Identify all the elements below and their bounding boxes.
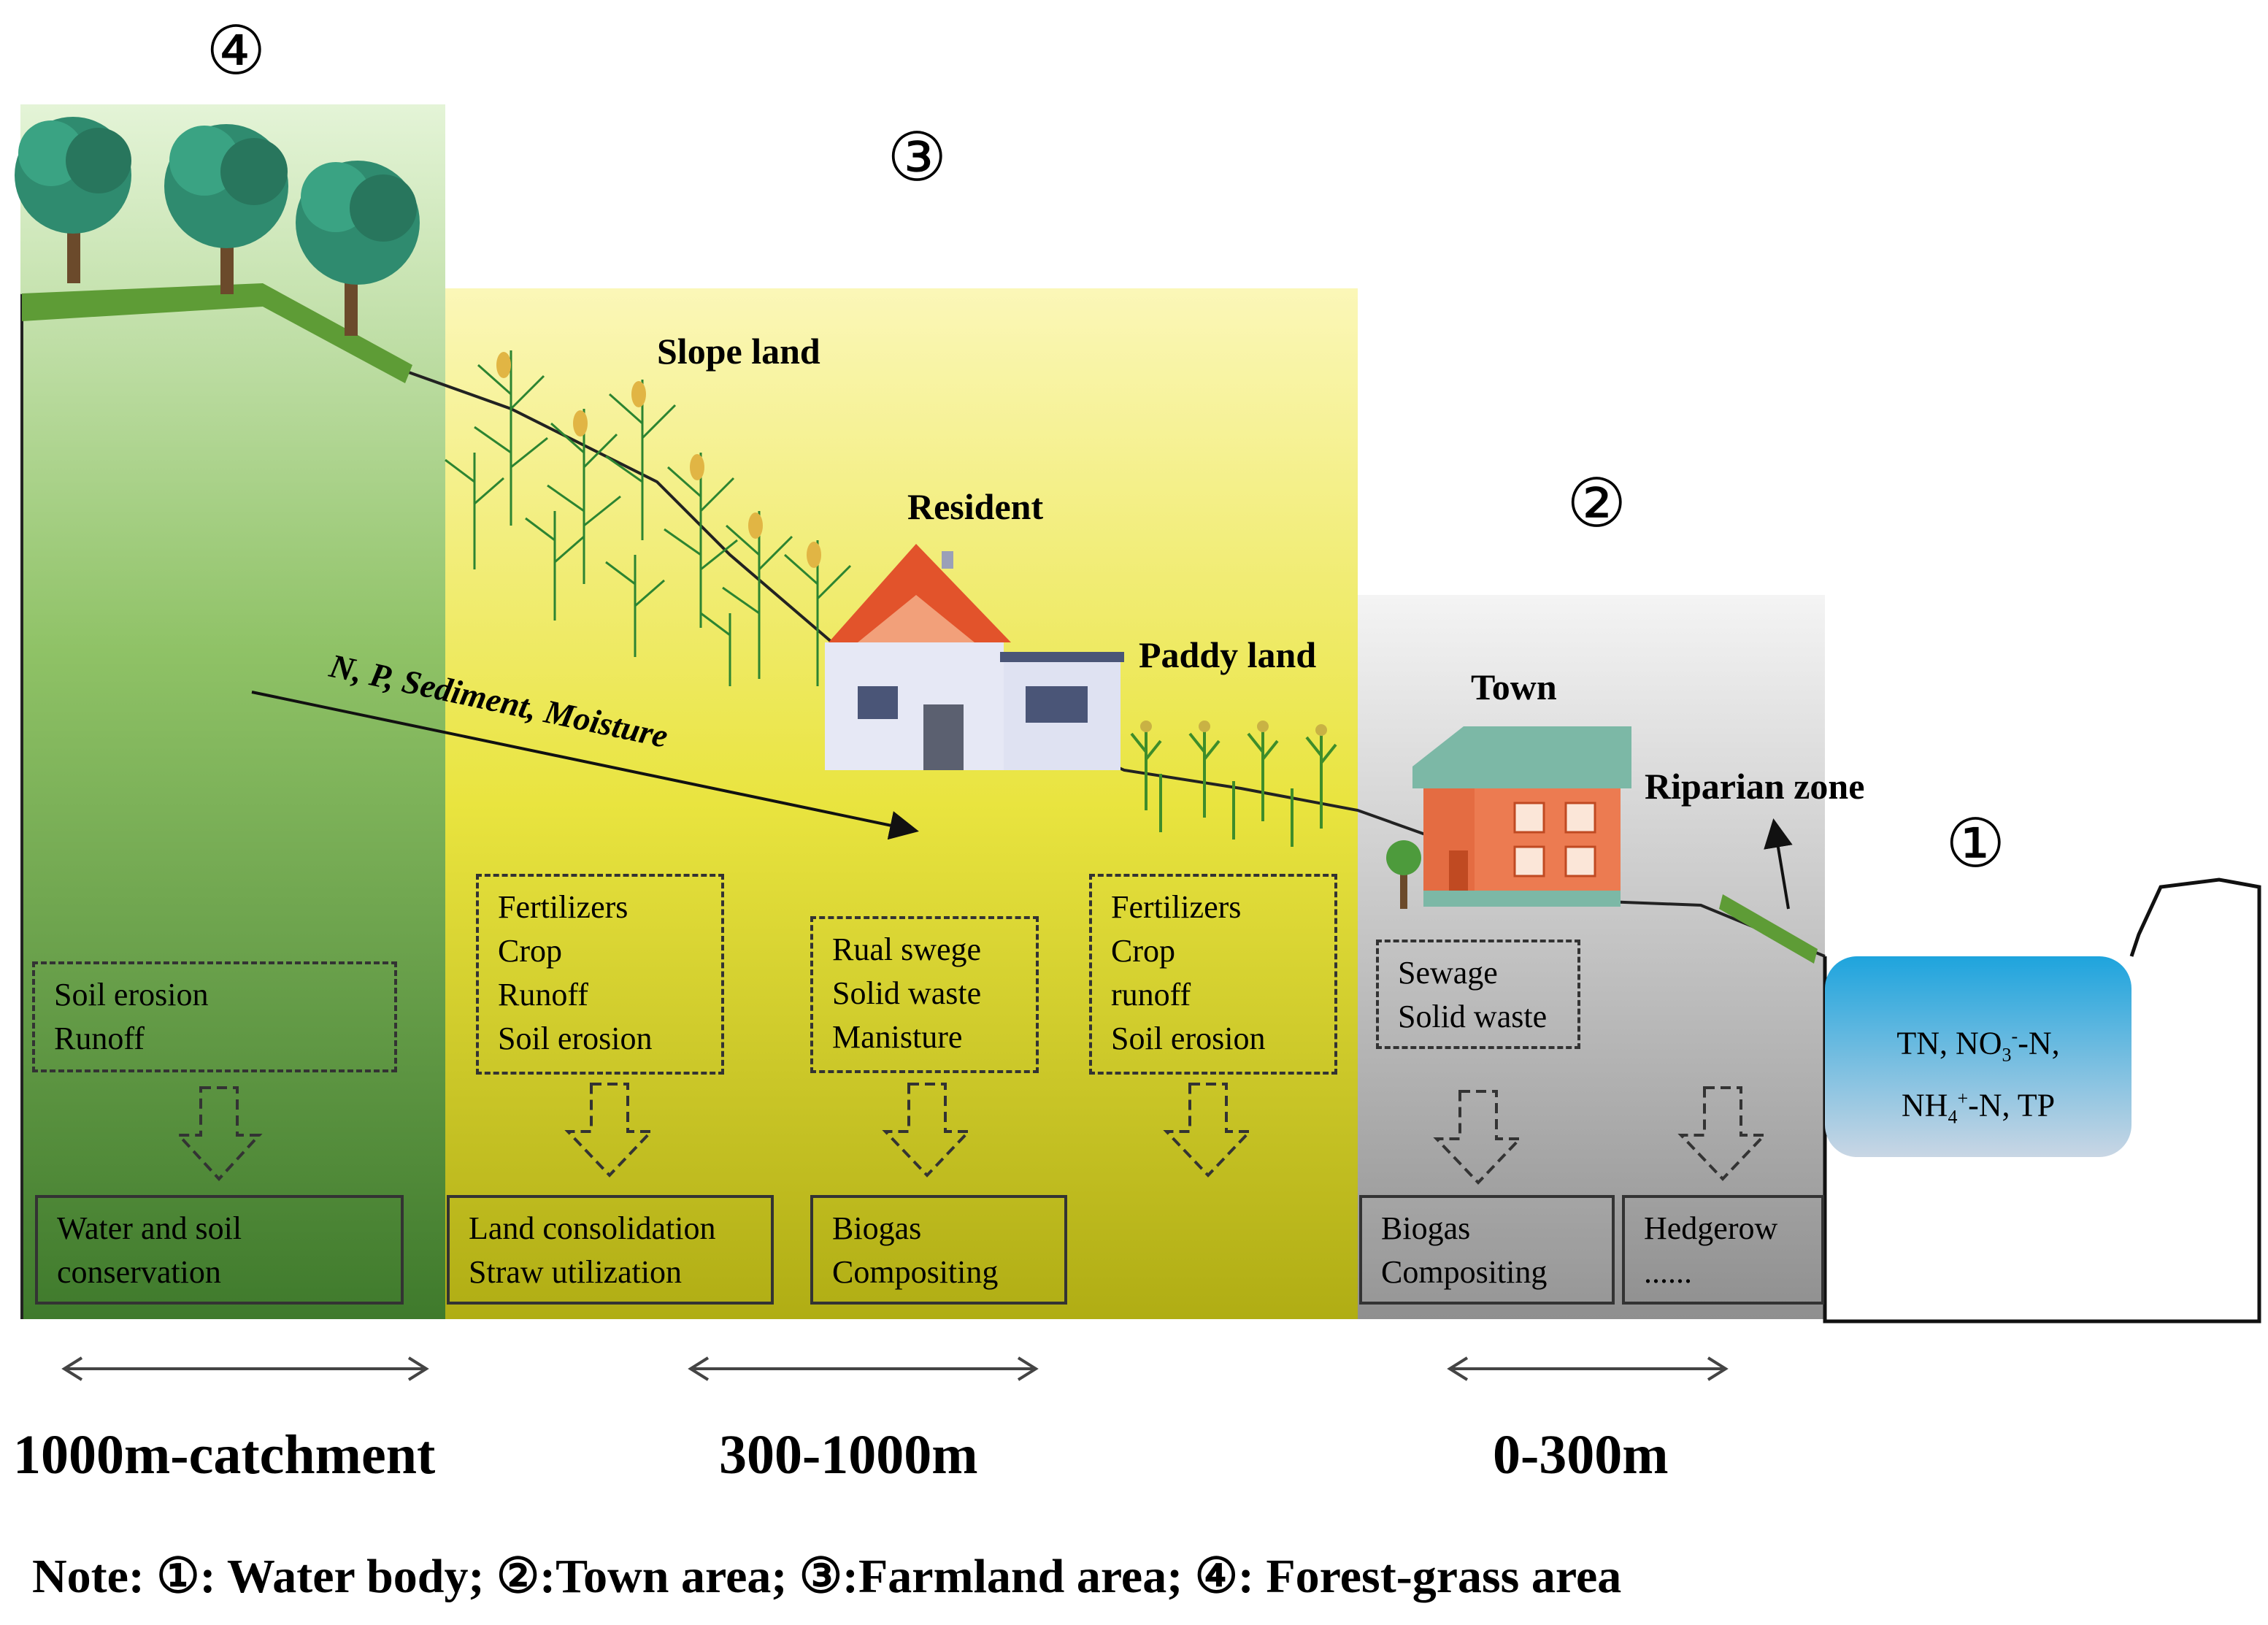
water-zone-marker: ① (1945, 807, 2006, 881)
source-item: Manisture (832, 1019, 963, 1055)
source-item: Fertilizers (1111, 889, 1242, 925)
range-label-catchment: 1000m-catchment (13, 1424, 436, 1486)
slope-land-label: Slope land (657, 331, 820, 372)
paddy-land-label: Paddy land (1139, 634, 1317, 675)
source-item: Crop (1111, 933, 1175, 969)
town-measure-box: Biogas Compositing (1359, 1195, 1615, 1305)
measure-item: Compositing (1381, 1254, 1548, 1290)
tree-icon (296, 161, 420, 336)
farmland-zone-marker: ③ (887, 120, 947, 195)
source-item: Solid waste (832, 975, 982, 1011)
source-item: Runoff (498, 977, 588, 1013)
slope-measure-box: Land consolidation Straw utilization (447, 1195, 774, 1305)
measure-item: Biogas (832, 1210, 922, 1246)
resident-source-box: Rual swege Solid waste Manisture (810, 916, 1039, 1073)
town-label: Town (1471, 666, 1557, 707)
water-indicators-line2: NH4+-N, TP (1901, 1088, 2056, 1128)
town-zone-marker: ② (1567, 466, 1627, 541)
legend-note: Note: ①: Water body; ②:Town area; ③:Farm… (32, 1550, 1622, 1603)
measure-item: ...... (1644, 1254, 1692, 1290)
corn-cob-icon (496, 352, 821, 568)
source-item: Rual swege (832, 931, 982, 967)
source-item: Solid waste (1398, 999, 1548, 1034)
measure-item: Biogas (1381, 1210, 1471, 1246)
source-item: Soil erosion (1111, 1021, 1266, 1056)
resident-measure-box: Biogas Compositing (810, 1195, 1067, 1305)
measure-item: Hedgerow (1644, 1210, 1778, 1246)
hollow-down-arrow (175, 1083, 1768, 1185)
forest-zone-marker: ④ (206, 14, 266, 88)
forest-grass-strip (22, 283, 412, 383)
corn-crop-icon (445, 350, 852, 686)
source-item: Soil erosion (498, 1021, 653, 1056)
paddy-source-box: Fertilizers Crop runoff Soil erosion (1089, 874, 1337, 1075)
measure-item: Water and soil (57, 1210, 242, 1246)
range-label-farmland: 300-1000m (719, 1424, 978, 1486)
tree-icon (164, 124, 288, 294)
water-body (1825, 956, 2131, 1157)
source-item: Crop (498, 933, 562, 969)
source-item: Fertilizers (498, 889, 628, 925)
town-building-icon (1386, 726, 1631, 909)
measure-item: conservation (57, 1254, 221, 1290)
water-indicators-line1: TN, NO3--N, (1896, 1025, 2060, 1066)
measure-item: Compositing (832, 1254, 999, 1290)
measure-item: Straw utilization (469, 1254, 683, 1290)
source-item: runoff (1111, 977, 1191, 1013)
source-item: Sewage (1398, 955, 1498, 991)
riparian-measure-box: Hedgerow ...... (1622, 1195, 1824, 1305)
slope-source-box: Fertilizers Crop Runoff Soil erosion (476, 874, 724, 1075)
forest-source-box: Soil erosion Runoff (32, 961, 397, 1072)
town-source-box: Sewage Solid waste (1376, 940, 1580, 1049)
riparian-zone-label: Riparian zone (1645, 766, 1865, 807)
water-basin-outline (1823, 877, 2261, 1324)
rice-grain-icon (1140, 721, 1327, 736)
range-label-town: 0-300m (1493, 1424, 1669, 1486)
rice-plant-icon (1130, 730, 1337, 847)
water-indicators: TN, NO3--N, NH4+-N, TP (1825, 1015, 2131, 1140)
flow-arrow (251, 691, 919, 840)
tree-icon (15, 117, 131, 283)
forest-measure-box: Water and soil conservation (35, 1195, 404, 1305)
house-icon (825, 544, 1124, 770)
source-item: Runoff (54, 1021, 145, 1056)
measure-item: Land consolidation (469, 1210, 716, 1246)
riparian-grass (1719, 894, 1818, 964)
source-item: Soil erosion (54, 977, 209, 1013)
resident-label: Resident (907, 486, 1044, 527)
range-arrow (61, 1356, 1729, 1381)
riparian-arrow (1764, 818, 1793, 910)
town-zone (1358, 595, 1825, 1319)
